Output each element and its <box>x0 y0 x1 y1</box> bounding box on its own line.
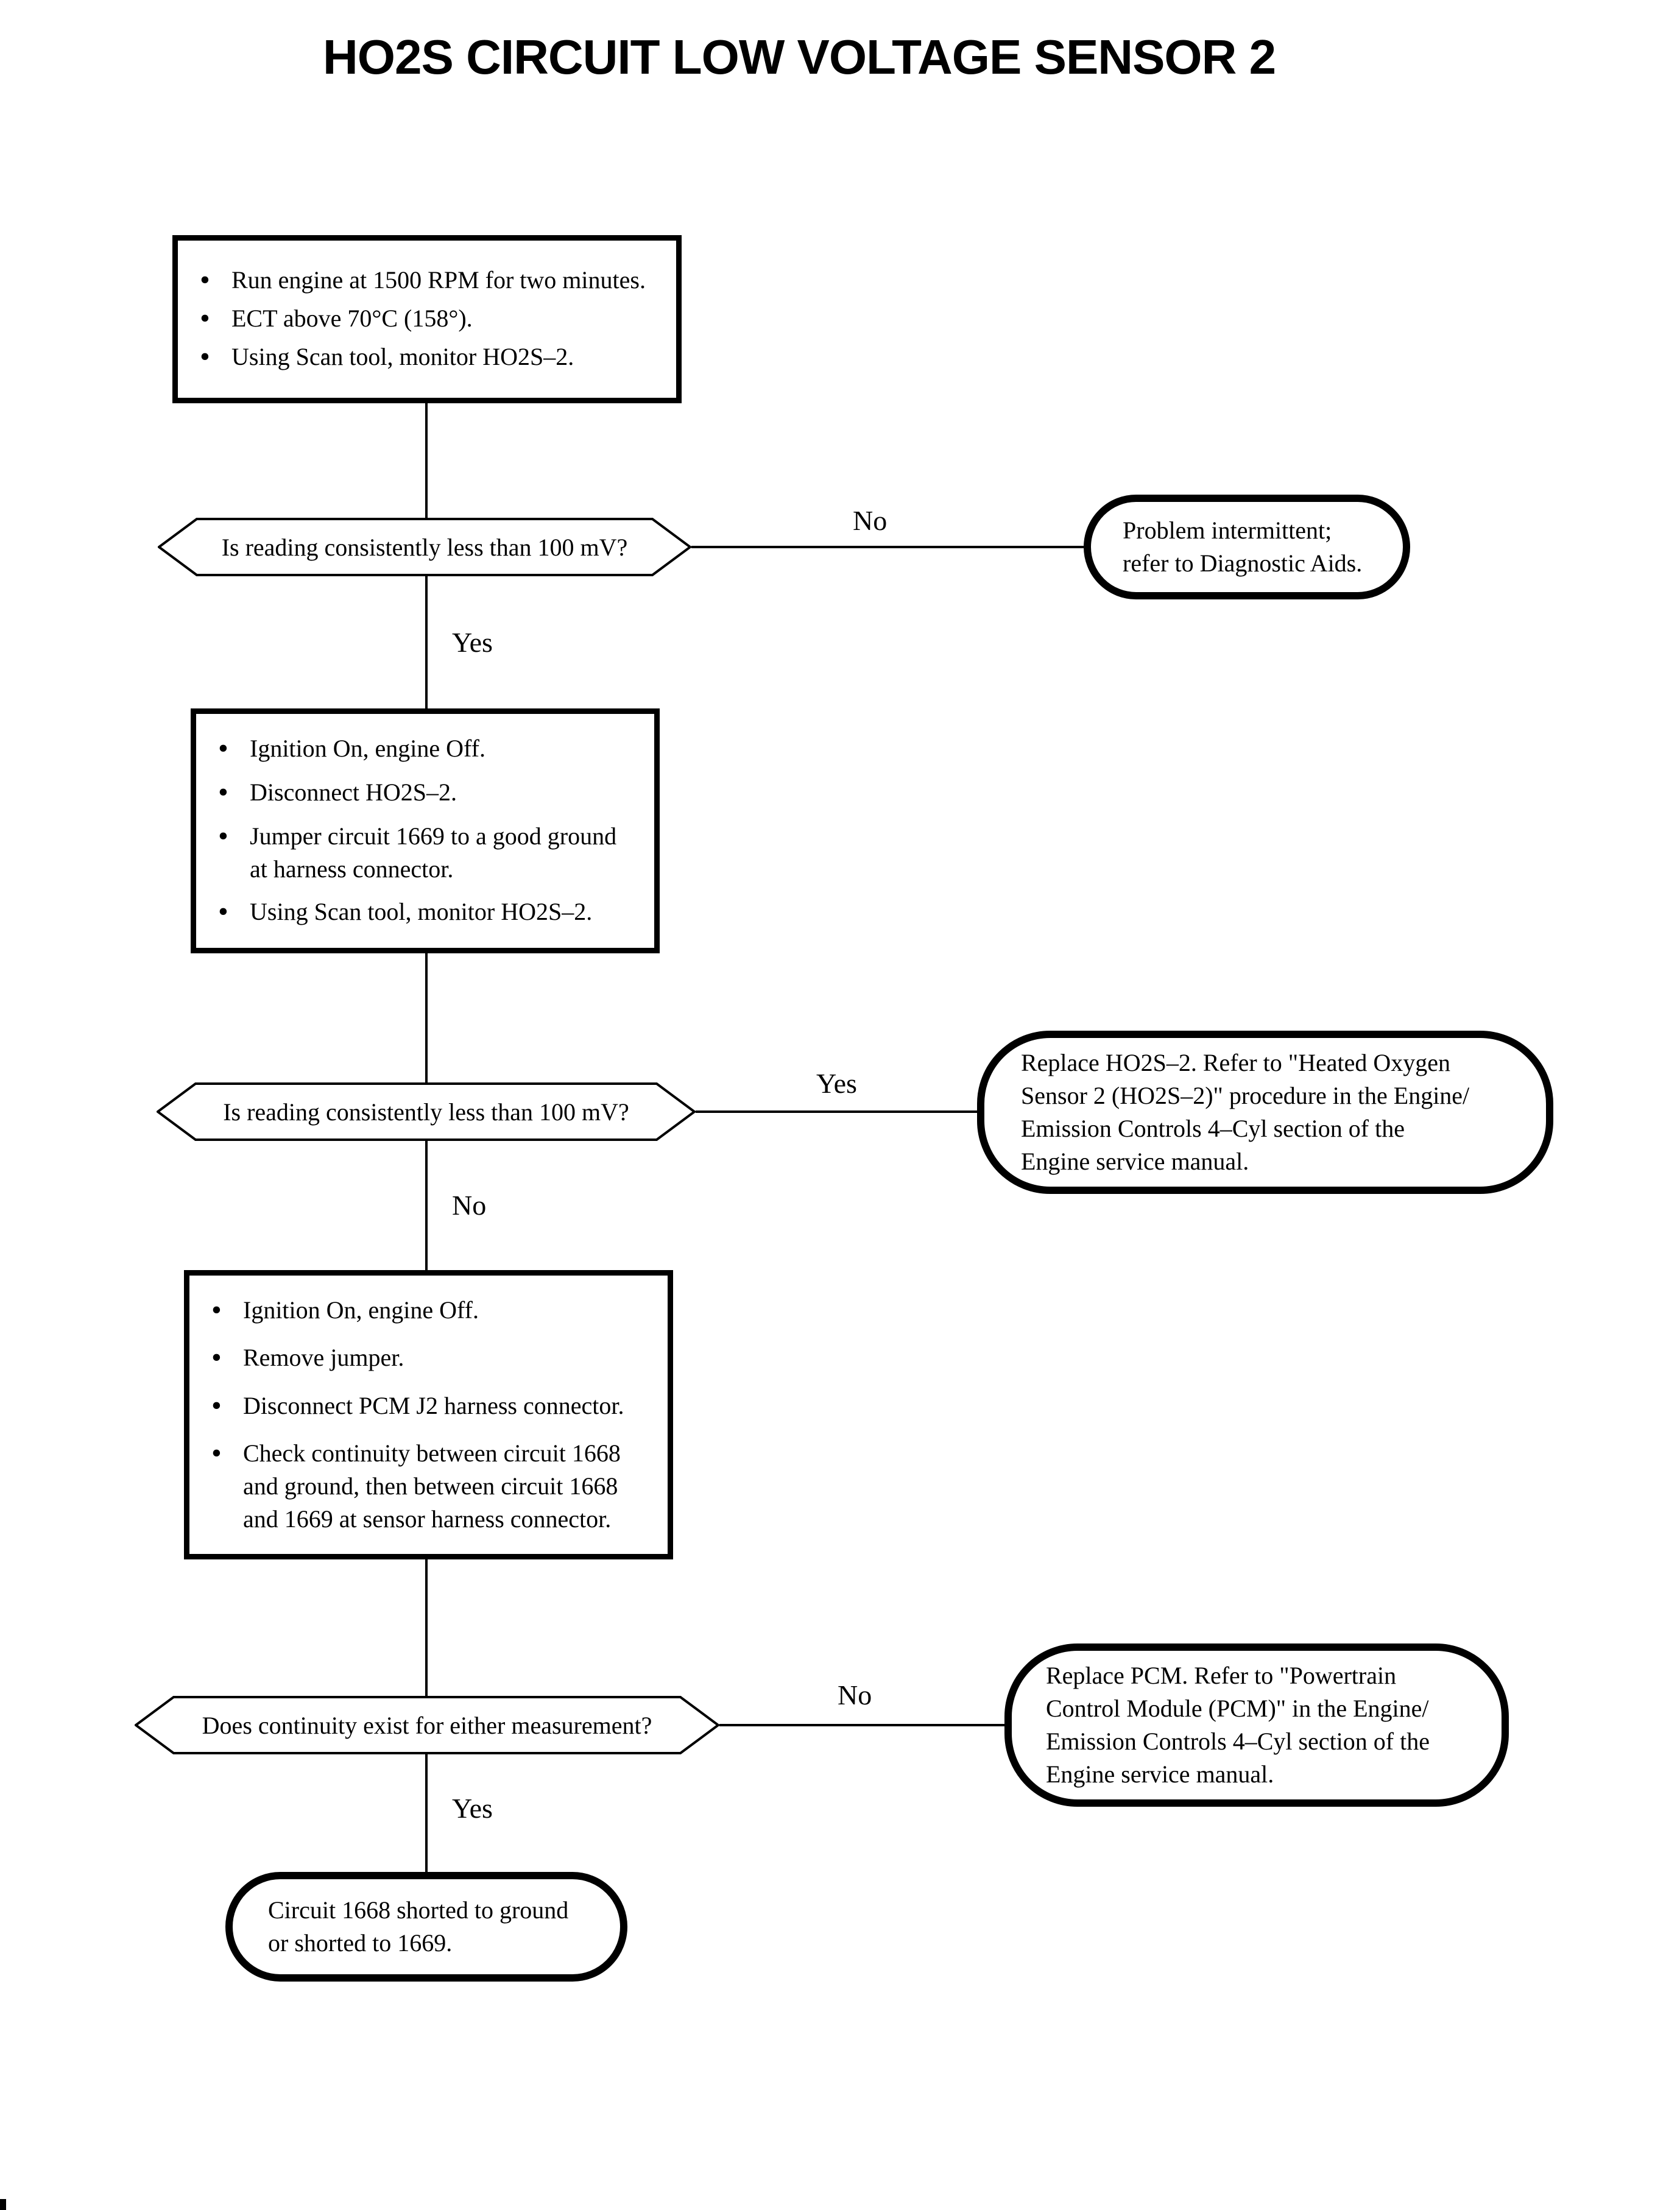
branch-label-yes-1: Yes <box>452 627 493 658</box>
bullet-icon <box>218 732 250 766</box>
process-step-3: Ignition On, engine Off. Remove jumper. … <box>184 1270 673 1559</box>
branch-label-no-2: No <box>452 1190 487 1221</box>
connector-line <box>425 1559 428 1696</box>
bullet-text: Using Scan tool, monitor HO2S–2. <box>231 343 574 370</box>
connector-line <box>691 546 1084 548</box>
bullet-icon <box>200 264 231 298</box>
scan-artifact-mark <box>0 2199 6 2210</box>
bullet-item: ECT above 70°C (158°). <box>200 302 664 336</box>
bullet-icon <box>211 1389 243 1424</box>
page-title: HO2S CIRCUIT LOW VOLTAGE SENSOR 2 <box>323 30 1276 84</box>
bullet-text: Disconnect PCM J2 harness connector. <box>243 1391 624 1419</box>
bullet-text: Check continuity between circuit 1668 an… <box>243 1439 621 1533</box>
bullet-text: Ignition On, engine Off. <box>250 735 485 762</box>
connector-line <box>425 402 428 519</box>
bullet-icon <box>211 1437 243 1471</box>
bullet-icon <box>218 776 250 810</box>
bullet-item: Disconnect PCM J2 harness connector. <box>211 1389 655 1424</box>
terminal-replace-ho2s2: Replace HO2S–2. Refer to "Heated Oxygen … <box>977 1031 1553 1194</box>
branch-label-yes-3: Yes <box>452 1793 493 1824</box>
bullet-icon <box>211 1294 243 1328</box>
bullet-item: Check continuity between circuit 1668 an… <box>211 1437 655 1536</box>
decision-question: Does continuity exist for either measure… <box>202 1711 652 1739</box>
terminal-replace-pcm: Replace PCM. Refer to "Powertrain Contro… <box>1004 1643 1509 1807</box>
bullet-icon <box>200 341 231 375</box>
terminal-text: Replace PCM. Refer to "Powertrain Contro… <box>1046 1662 1430 1788</box>
process-step-1: Run engine at 1500 RPM for two minutes. … <box>172 235 682 403</box>
hexagon-shape <box>158 518 691 576</box>
bullet-item: Jumper circuit 1669 to a good ground at … <box>218 820 642 886</box>
process-step-2: Ignition On, engine Off. Disconnect HO2S… <box>191 708 660 953</box>
connector-line <box>425 1754 428 1872</box>
bullet-text: Using Scan tool, monitor HO2S–2. <box>250 898 593 925</box>
terminal-text: Circuit 1668 shorted to ground or shorte… <box>268 1896 569 1957</box>
bullet-text: Remove jumper. <box>243 1344 404 1372</box>
bullet-item: Disconnect HO2S–2. <box>218 776 642 810</box>
hexagon-shape <box>135 1696 719 1754</box>
bullet-icon <box>211 1341 243 1375</box>
branch-label-no-3: No <box>838 1679 872 1710</box>
hexagon-shape <box>157 1082 696 1141</box>
bullet-text: Disconnect HO2S–2. <box>250 778 457 806</box>
connector-line <box>425 953 428 1082</box>
bullet-item: Remove jumper. <box>211 1341 655 1375</box>
branch-label-yes-2: Yes <box>816 1068 857 1099</box>
decision-3: Does continuity exist for either measure… <box>135 1696 719 1754</box>
terminal-text: Replace HO2S–2. Refer to "Heated Oxygen … <box>1021 1049 1470 1175</box>
bullet-text: Ignition On, engine Off. <box>243 1296 479 1324</box>
bullet-item: Using Scan tool, monitor HO2S–2. <box>218 895 642 930</box>
bullet-text: Run engine at 1500 RPM for two minutes. <box>231 266 646 294</box>
bullet-text: Jumper circuit 1669 to a good ground at … <box>250 822 617 883</box>
terminal-circuit-shorted: Circuit 1668 shorted to ground or shorte… <box>225 1872 627 1982</box>
bullet-icon <box>218 895 250 930</box>
bullet-text: ECT above 70°C (158°). <box>231 305 473 332</box>
connector-line <box>425 1141 428 1270</box>
bullet-item: Ignition On, engine Off. <box>211 1294 655 1328</box>
decision-1: Is reading consistently less than 100 mV… <box>158 518 691 576</box>
bullet-icon <box>200 302 231 336</box>
connector-line <box>425 576 428 708</box>
decision-question: Is reading consistently less than 100 mV… <box>223 1098 629 1126</box>
connector-line <box>719 1724 1004 1726</box>
bullet-item: Using Scan tool, monitor HO2S–2. <box>200 341 664 375</box>
terminal-problem-intermittent: Problem intermittent; refer to Diagnosti… <box>1084 495 1410 599</box>
terminal-text: Problem intermittent; refer to Diagnosti… <box>1123 517 1363 577</box>
bullet-item: Ignition On, engine Off. <box>218 732 642 766</box>
bullet-item: Run engine at 1500 RPM for two minutes. <box>200 264 664 298</box>
connector-line <box>696 1110 977 1113</box>
decision-question: Is reading consistently less than 100 mV… <box>221 533 628 561</box>
bullet-icon <box>218 820 250 854</box>
decision-2: Is reading consistently less than 100 mV… <box>157 1082 696 1141</box>
branch-label-no-1: No <box>853 505 888 536</box>
